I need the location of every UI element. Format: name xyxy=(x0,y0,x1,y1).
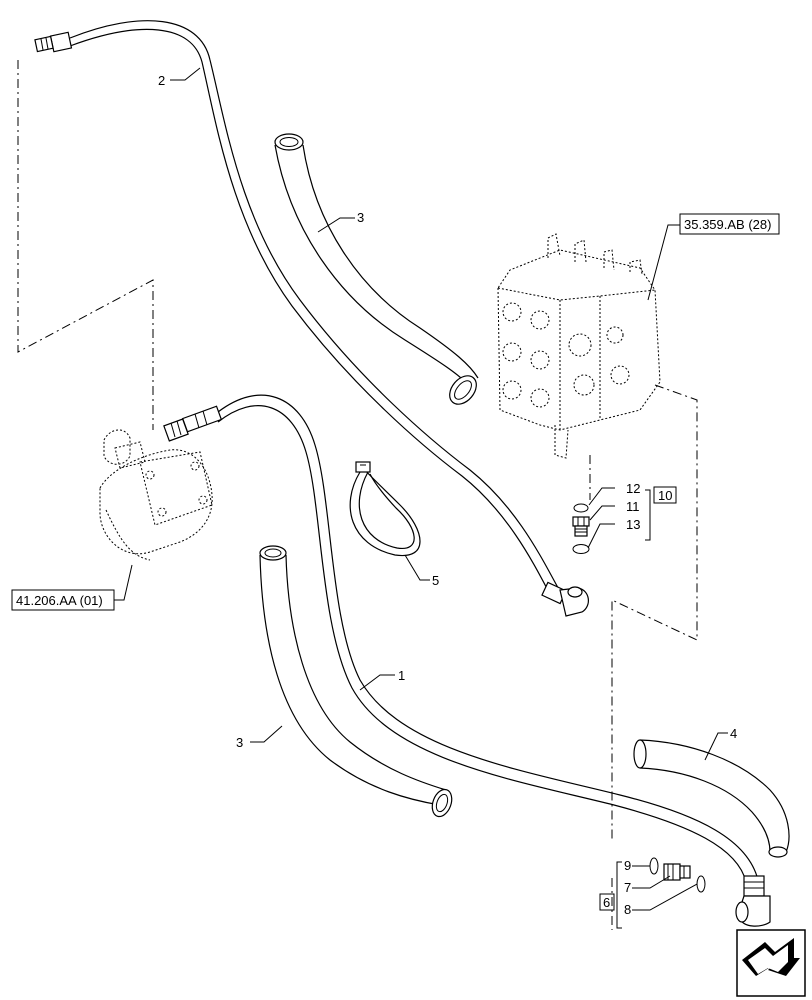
callout-3-lower: 3 xyxy=(236,735,243,750)
control-valve-outline xyxy=(497,233,661,459)
callout-3-upper: 3 xyxy=(357,210,364,225)
callout-2: 2 xyxy=(158,73,165,88)
callout-1: 1 xyxy=(398,668,405,683)
leader-lines xyxy=(114,67,728,929)
callout-11: 11 xyxy=(626,499,640,514)
callout-7: 7 xyxy=(624,880,631,895)
next-page-arrow-icon[interactable] xyxy=(736,929,806,997)
kit-label-10: 10 xyxy=(658,488,672,503)
callout-5: 5 xyxy=(432,573,439,588)
fitting-group-6 xyxy=(649,857,706,893)
valve-reference[interactable]: 35.359.AB (28) xyxy=(679,213,780,235)
pump-reference-label: 41.206.AA (01) xyxy=(16,593,103,608)
callout-numbers: 1 2 3 3 4 5 9 7 8 12 11 13 xyxy=(158,73,737,917)
callout-12: 12 xyxy=(626,481,640,496)
pump-reference[interactable]: 41.206.AA (01) xyxy=(11,589,115,611)
valve-reference-label: 35.359.AB (28) xyxy=(684,217,771,232)
kit-label-6: 6 xyxy=(603,895,610,910)
callout-13: 13 xyxy=(626,517,640,532)
fitting-group-10 xyxy=(572,503,590,554)
callout-9: 9 xyxy=(624,858,631,873)
pump-outline xyxy=(99,429,213,561)
callout-8: 8 xyxy=(624,902,631,917)
alignment-lines xyxy=(17,60,698,930)
hose-1 xyxy=(163,394,771,927)
hose-2 xyxy=(34,20,589,617)
hose-3-upper xyxy=(274,133,479,405)
clamp-5 xyxy=(349,461,421,557)
kit-box-10: 10 xyxy=(653,486,677,504)
kit-box-6: 6 xyxy=(599,893,615,911)
hose-3-lower xyxy=(259,545,453,818)
callout-4: 4 xyxy=(730,726,737,741)
hose-4 xyxy=(633,739,790,858)
